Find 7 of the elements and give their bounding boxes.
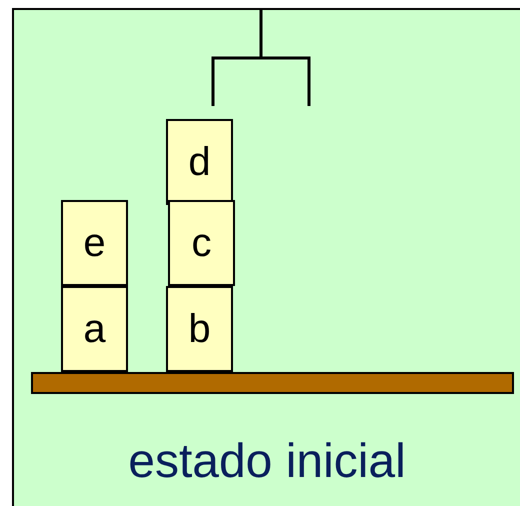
- block: d: [166, 119, 233, 205]
- block: e: [61, 200, 128, 286]
- block: a: [61, 286, 128, 372]
- block: b: [166, 286, 233, 372]
- block: c: [168, 200, 235, 286]
- scene-panel: [12, 8, 520, 506]
- panel-label: estado inicial: [127, 434, 407, 490]
